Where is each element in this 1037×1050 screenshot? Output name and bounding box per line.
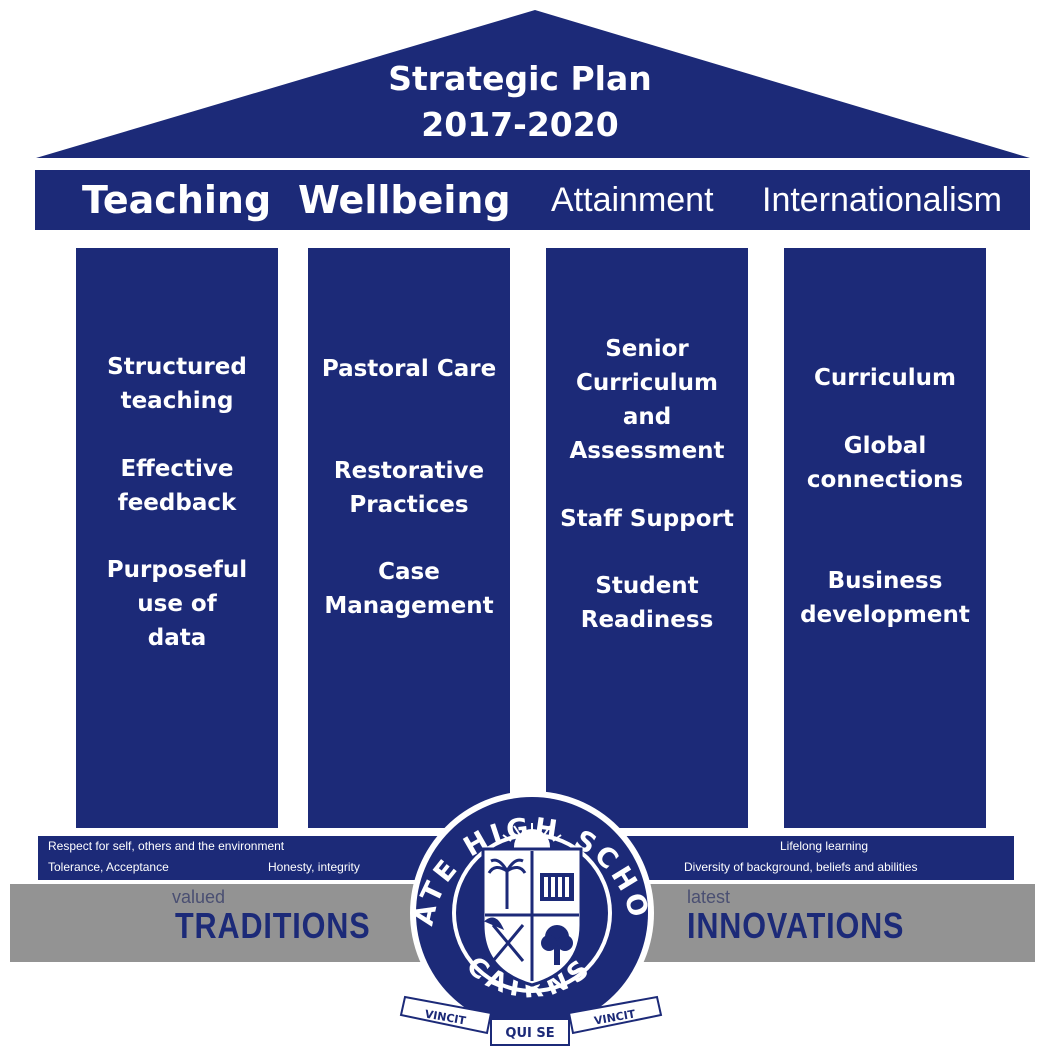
pillar-attainment: Senior Curriculum and Assessment Staff S…: [546, 248, 748, 828]
school-crest: STATE HIGH SCHOOL CAIRNS: [395, 775, 663, 1046]
pillar-item: Effective feedback: [117, 456, 237, 516]
plan-years: 2017-2020: [421, 105, 619, 144]
pillar-item: Pastoral Care: [321, 356, 497, 382]
pillar-teaching: Structured teaching Effective feedback P…: [76, 248, 278, 828]
pick-shovel-icon: [484, 917, 525, 962]
plan-title: Strategic Plan: [388, 59, 652, 98]
tree-icon: [541, 925, 573, 965]
pillar-item: Restorative Practices: [333, 458, 485, 518]
beam-label-wellbeing: Wellbeing: [298, 178, 511, 222]
value-tolerance: Tolerance, Acceptance: [48, 860, 169, 874]
base-latest: latest: [687, 887, 731, 907]
books-icon: [540, 873, 574, 901]
beam-label-teaching: Teaching: [82, 178, 272, 222]
base-innovations: INNOVATIONS: [687, 905, 905, 946]
motto-center: QUI SE: [505, 1026, 554, 1041]
value-honesty: Honesty, integrity: [268, 860, 360, 874]
pillar-item: Student Readiness: [580, 573, 714, 633]
pillar-internationalism: Curriculum Global connections Business d…: [784, 248, 986, 828]
pillar-item: Curriculum: [813, 365, 957, 391]
value-lifelong-learning: Lifelong learning: [780, 839, 869, 853]
value-diversity: Diversity of background, beliefs and abi…: [684, 860, 918, 874]
palm-tree-icon: [487, 858, 527, 909]
entablature-beam: Teaching Wellbeing Attainment Internatio…: [35, 170, 1030, 230]
beam-label-internationalism: Internationalism: [762, 181, 1003, 219]
pillar-item: Structured teaching: [107, 354, 247, 414]
pillar-item: Senior Curriculum and Assessment: [569, 336, 725, 464]
pillar-item: Business development: [800, 568, 970, 628]
pillar-wellbeing: Pastoral Care Restorative Practices Case…: [308, 248, 510, 828]
motto-scroll: VINCIT QUI SE VINCIT: [399, 995, 663, 1046]
roof-pediment: [36, 10, 1030, 158]
pillar-item: Global connections: [806, 433, 964, 493]
base-traditions: TRADITIONS: [175, 905, 371, 946]
sun-icon: [502, 823, 562, 848]
pillar-item: Purposeful use of data: [106, 557, 248, 651]
value-respect: Respect for self, others and the environ…: [48, 839, 285, 853]
pillar-item: Staff Support: [560, 506, 734, 532]
base-valued: valued: [172, 887, 226, 907]
beam-label-attainment: Attainment: [551, 181, 714, 219]
roof-triangle: [36, 10, 1030, 158]
pillar-item: Case Management: [324, 559, 494, 619]
